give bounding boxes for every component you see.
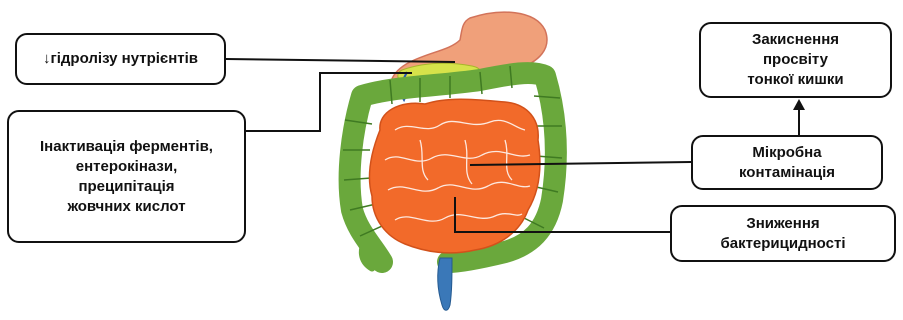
inactivation-box: Інактивація ферментів, ентерокінази, пре…	[7, 110, 246, 243]
bactericidal-label: Зниження бактерицидності	[720, 214, 845, 254]
acidification-label: Закиснення просвіту тонкої кишки	[747, 30, 843, 90]
contamination-label: Мікробна контамінація	[739, 143, 835, 183]
arrow-head	[793, 99, 805, 110]
hydrolysis-label: ↓гідролізу нутрієнтів	[43, 49, 198, 69]
acidification-box: Закиснення просвіту тонкої кишки	[699, 22, 892, 98]
contamination-box: Мікробна контамінація	[691, 135, 883, 190]
rectum	[438, 258, 452, 310]
inactivation-label: Інактивація ферментів, ентерокінази, пре…	[40, 137, 213, 217]
bactericidal-box: Зниження бактерицидності	[670, 205, 896, 262]
hydrolysis-box: ↓гідролізу нутрієнтів	[15, 33, 226, 85]
